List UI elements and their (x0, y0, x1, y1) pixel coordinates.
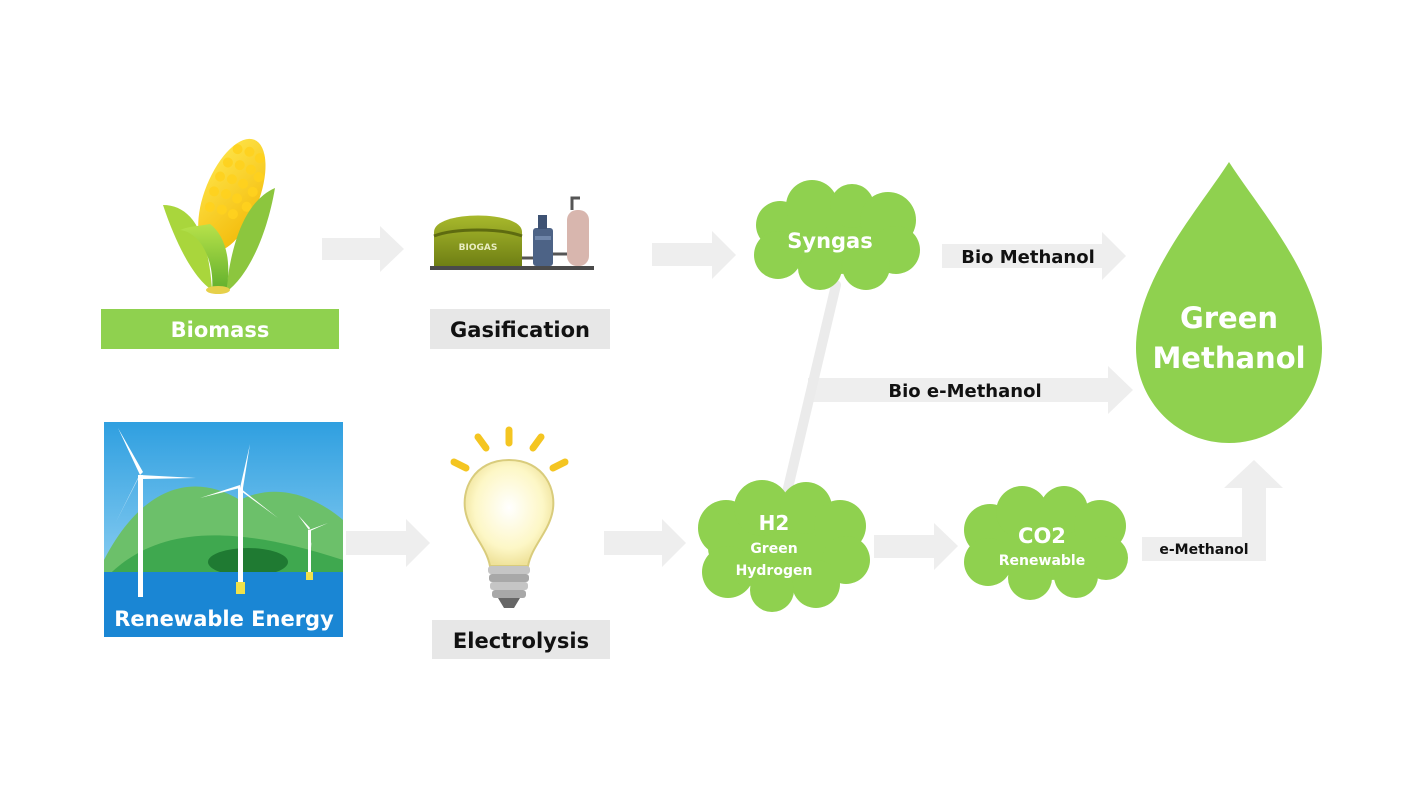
arrow-bio-e-methanol (808, 366, 1133, 414)
biomass-label: Biomass (171, 318, 270, 342)
h2-line1: Green (750, 541, 797, 557)
bio-methanol-label: Bio Methanol (961, 247, 1095, 268)
arrow-renewable-to-electrolysis (346, 519, 430, 567)
co2-cloud (964, 486, 1128, 600)
electrolysis-label-box (432, 620, 610, 659)
light-bulb-icon (450, 426, 569, 608)
connector-syngas-h2 (779, 280, 841, 510)
flow-arrows (322, 226, 1283, 570)
green-methanol-line2: Methanol (1152, 341, 1305, 375)
gasification-label-box (430, 309, 610, 349)
syngas-cloud (754, 180, 920, 290)
syngas-label: Syngas (787, 229, 872, 253)
electrolysis-label: Electrolysis (453, 629, 589, 653)
h2-cloud (698, 480, 870, 612)
biogas-plant-icon: BIOGAS (430, 196, 594, 270)
biomass-label-box (101, 309, 339, 349)
arrow-bio-methanol (942, 232, 1126, 280)
bio-e-methanol-label: Bio e-Methanol (888, 381, 1041, 402)
corn-icon (163, 138, 275, 294)
e-methanol-label: e-Methanol (1159, 542, 1248, 558)
arrow-e-methanol (1142, 460, 1283, 561)
co2-sub: Renewable (999, 553, 1085, 569)
arrow-electrolysis-to-h2 (604, 519, 686, 567)
biogas-tank-label: BIOGAS (459, 243, 498, 253)
green-methanol-drop (1136, 162, 1322, 443)
co2-title: CO2 (1018, 524, 1066, 548)
arrow-gasification-to-syngas (652, 231, 736, 279)
arrow-h2-to-co2 (874, 523, 958, 570)
arrow-biomass-to-gasification (322, 226, 404, 272)
h2-line2: Hydrogen (736, 563, 813, 579)
gasification-label: Gasification (450, 318, 590, 342)
green-methanol-line1: Green (1180, 301, 1278, 335)
h2-title: H2 (759, 511, 790, 535)
renewable-energy-label: Renewable Energy (114, 607, 334, 631)
wind-farm-icon (104, 422, 343, 637)
